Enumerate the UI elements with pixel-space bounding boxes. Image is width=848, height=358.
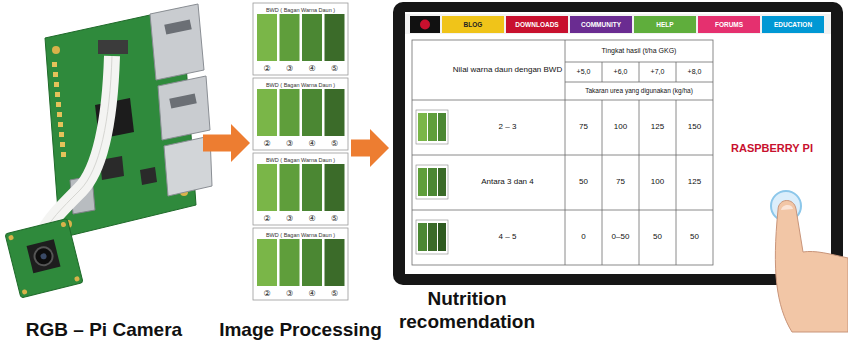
menu-tab: FORUMS — [698, 16, 760, 33]
panel-caption: Image Processing — [208, 318, 393, 341]
image-panel: Image Processing — [253, 3, 348, 305]
table-cell: 150 — [677, 102, 712, 153]
brand-text: RASPBERRY PI — [715, 138, 829, 158]
camera-module — [5, 218, 83, 298]
chart-number: ⑤ — [324, 289, 346, 300]
chart-header: BWD ( Bagan Warna Daun ) — [255, 230, 346, 240]
table-cell: 125 — [640, 102, 675, 153]
block-arrow — [203, 135, 231, 152]
table-cell: Antara 3 dan 4 — [452, 157, 563, 208]
table-cell: 0 — [566, 212, 601, 263]
table-header: +5,0 — [566, 63, 601, 81]
ribbon-cable-edge — [42, 56, 112, 236]
menu-tab: EDUCATION — [762, 16, 824, 33]
fingernail — [781, 205, 793, 210]
panel-caption: Nutrition recomendation — [392, 287, 542, 333]
chart-number: ⑤ — [324, 214, 346, 225]
camera-connector — [98, 40, 128, 54]
chart-number: ② — [256, 64, 278, 75]
menu-tab: DOWNLOADS — [506, 16, 568, 33]
row-thumbnail — [416, 110, 448, 254]
chart-number: ③ — [279, 64, 301, 75]
table-cell: 50 — [566, 157, 601, 208]
table-header: +6,0 — [603, 63, 638, 81]
image-panel: RGB – Pi Camera — [8, 5, 200, 300]
chart-number: ② — [256, 214, 278, 225]
table-header: Takaran urea yang digunakan (kg/ha) — [566, 83, 712, 99]
chart-number: ④ — [301, 214, 323, 225]
ribbon-cable — [42, 56, 112, 236]
table-cell: 4 – 5 — [452, 212, 563, 263]
menu-tab: COMMUNITY — [570, 16, 632, 33]
table-header: +7,0 — [640, 63, 675, 81]
table-cell: 75 — [566, 102, 601, 153]
chart-header: BWD ( Bagan Warna Daun ) — [255, 80, 346, 90]
block-arrow — [351, 140, 370, 157]
chart-number: ③ — [279, 139, 301, 150]
chart-number: ⑤ — [324, 64, 346, 75]
table-cell: 50 — [640, 212, 675, 263]
menu-tab: HELP — [634, 16, 696, 33]
chart-number: ⑤ — [324, 139, 346, 150]
table-header: +8,0 — [677, 63, 712, 81]
table-cell: 0–50 — [603, 212, 638, 263]
chart-number: ④ — [301, 289, 323, 300]
table-cell: 100 — [603, 102, 638, 153]
table-cell: 2 – 3 — [452, 102, 563, 153]
chart-number: ③ — [279, 214, 301, 225]
table-cell: 100 — [640, 157, 675, 208]
panel-caption: RGB – Pi Camera — [8, 318, 200, 341]
chart-number: ② — [256, 139, 278, 150]
leaf-color-charts — [253, 3, 348, 300]
table-header: Tingkat hasil (t/ha GKG) — [566, 41, 712, 61]
chart-number: ④ — [301, 64, 323, 75]
table-cell: 50 — [677, 212, 712, 263]
pointing-hand — [775, 200, 848, 332]
chart-number: ③ — [279, 289, 301, 300]
menu-tab: BLOG — [442, 16, 504, 33]
table-cell: 125 — [677, 157, 712, 208]
table-header: Nilai warna daun dengan BWD — [452, 42, 563, 98]
chart-number: ④ — [301, 139, 323, 150]
chart-header: BWD ( Bagan Warna Daun ) — [255, 5, 346, 15]
chart-number: ② — [256, 289, 278, 300]
chart-header: BWD ( Bagan Warna Daun ) — [255, 155, 346, 165]
table-cell: 75 — [603, 157, 638, 208]
